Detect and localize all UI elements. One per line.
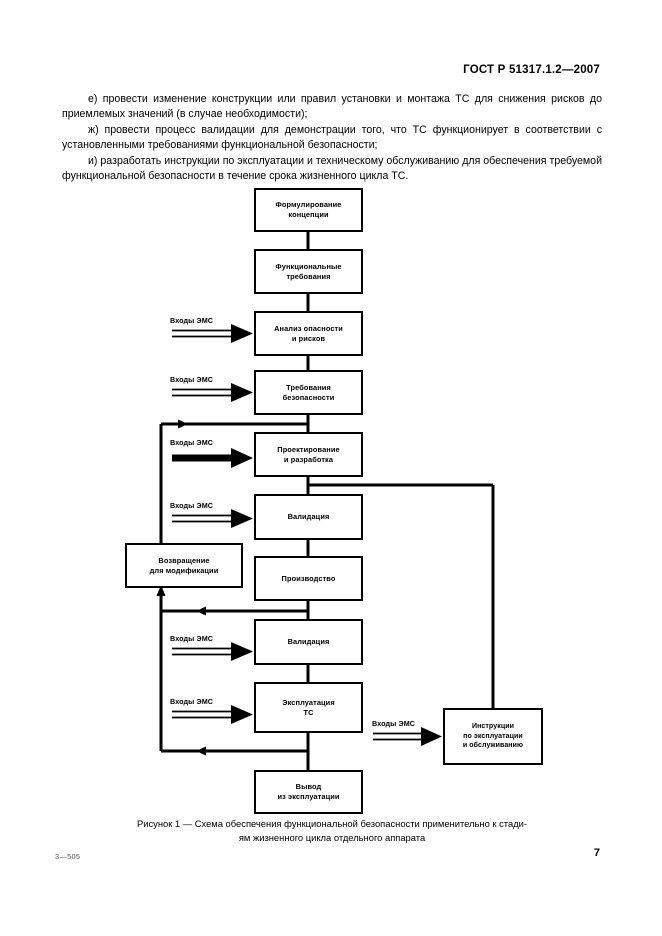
emc-label-design: Входы ЭМС [170,438,214,447]
figure-caption-line-1: Рисунок 1 — Схема обеспечения функционал… [136,818,528,829]
emc-label-instructions: Входы ЭМС [372,719,416,728]
standard-number-header: ГОСТ Р 51317.1.2—2007 [463,64,600,76]
paragraph-e: е) провести изменение конструкции или пр… [62,93,602,121]
emc-label-validation-2: Входы ЭМС [170,634,214,643]
emc-arrow-safety-requirements [172,383,253,402]
node-production-label: Производство [281,573,336,583]
page-number: 7 [593,847,600,859]
feedback-arrow-from-production [196,606,206,616]
emc-arrow-validation-1 [172,509,253,528]
node-production: Производство [254,556,363,601]
emc-arrow-design [172,448,253,468]
emc-arrow-operation [172,705,253,724]
node-validation-2: Валидация [254,619,363,665]
footer-signature: 3—505 [55,852,81,861]
feedback-arrow-into-modification [156,585,166,596]
emc-label-hazard: Входы ЭМС [170,316,214,325]
paragraph-zh: ж) провести процесс валидации для демонс… [62,123,602,152]
emc-label-validation-1: Входы ЭМС [170,501,214,510]
body-text-block: е) провести изменение конструкции или пр… [62,92,602,184]
feedback-arrow-from-operation [196,746,206,756]
figure-caption-line-2: ям жизненного цикла отдельного аппарата [238,831,426,843]
emc-label-safety-requirements: Входы ЭМС [170,375,214,384]
node-validation-1-label: Валидация [287,512,330,521]
paragraph-i: и) разработать инструкции по эксплуатаци… [62,154,602,183]
node-validation-2-label: Валидация [287,637,330,646]
emc-label-operation: Входы ЭМС [170,697,214,706]
emc-arrow-instructions [373,727,442,746]
node-validation-1: Валидация [254,494,363,540]
figure-caption: Рисунок 1 — Схема обеспечения функционал… [62,817,602,844]
feedback-arrow-to-design [178,419,188,429]
emc-arrow-hazard [172,324,253,343]
emc-arrow-validation-2 [172,642,253,661]
